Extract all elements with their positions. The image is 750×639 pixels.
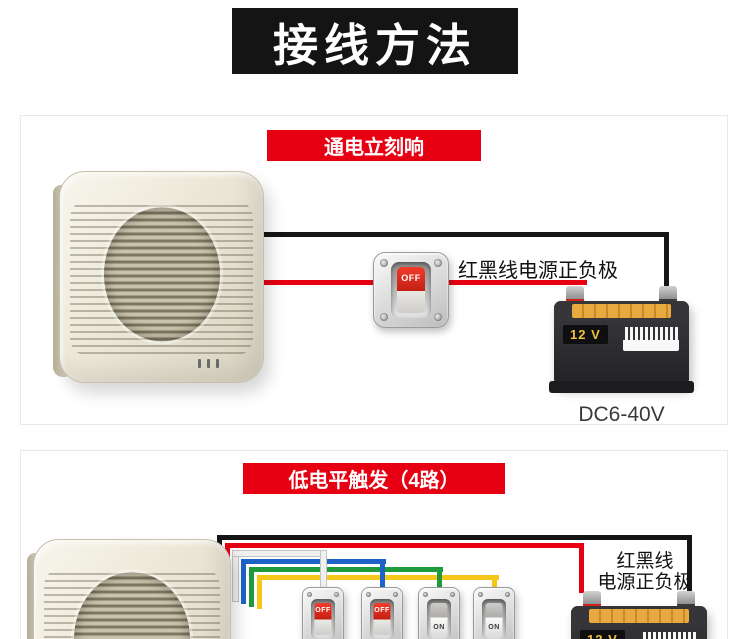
dc-voltage-range-label: DC6-40V <box>578 403 665 425</box>
speaker-led-holes <box>198 359 219 368</box>
switch-state-label: ON <box>488 624 500 631</box>
wire-white <box>233 551 326 556</box>
wire-blue <box>380 559 385 589</box>
wire-green <box>249 567 443 572</box>
trigger-switch-2: OFF <box>361 587 403 639</box>
screw-icon <box>478 592 483 597</box>
switch-rocker: ON <box>430 603 448 635</box>
battery-top-band <box>571 606 707 626</box>
screw-icon <box>380 259 388 267</box>
speaker-cone <box>103 207 220 342</box>
battery-12v: 12 V <box>549 286 694 393</box>
switch-state-label: OFF <box>401 273 421 283</box>
battery-top-band <box>554 301 689 321</box>
screw-icon <box>366 592 371 597</box>
trigger-switch-4: ON <box>473 587 515 639</box>
battery-cells <box>572 304 671 318</box>
wire-blue <box>241 559 386 564</box>
wire-black <box>251 232 669 237</box>
switch-state-label: ON <box>433 624 445 631</box>
wire-yellow <box>257 575 262 609</box>
battery-cells <box>589 609 689 623</box>
panel1-title: 通电立刻响 <box>324 137 424 159</box>
screw-icon <box>393 592 398 597</box>
trigger-switch-3: ON <box>418 587 460 639</box>
panel-low-level-trigger: 低电平触发（4路） <box>20 450 728 639</box>
screw-icon <box>505 592 510 597</box>
screw-icon <box>434 313 442 321</box>
battery-voltage-label: 12 V <box>580 630 625 639</box>
battery-barcode-label <box>623 327 679 351</box>
wire-green <box>437 567 442 589</box>
switch-rocker: ON <box>485 603 503 635</box>
wire-white <box>321 551 326 589</box>
screw-icon <box>380 313 388 321</box>
screw-icon <box>423 592 428 597</box>
wire-green <box>249 567 254 607</box>
panel2-title-banner: 低电平触发（4路） <box>243 463 505 494</box>
panel2-title: 低电平触发（4路） <box>288 470 460 492</box>
header-banner: 接线方法 <box>232 8 518 74</box>
wire-white <box>233 551 238 601</box>
screw-icon <box>434 259 442 267</box>
wire-yellow <box>492 575 497 589</box>
screw-icon <box>334 592 339 597</box>
battery-base <box>549 381 694 393</box>
screw-icon <box>307 592 312 597</box>
alarm-speaker <box>27 539 231 639</box>
screw-icon <box>450 592 455 597</box>
wire-black <box>217 535 692 540</box>
wire-yellow <box>257 575 499 580</box>
trigger-switch-1: OFF <box>302 587 344 639</box>
wire-polarity-label-line1: 红黑线 <box>616 551 674 572</box>
wire-polarity-label: 红黑线电源正负极 <box>458 260 618 282</box>
power-switch: OFF <box>373 252 449 328</box>
battery-12v: 12 V <box>571 591 707 639</box>
wire-red <box>579 543 584 593</box>
switch-rocker: OFF <box>397 267 425 313</box>
wire-red <box>251 280 376 285</box>
switch-state-label: OFF <box>315 607 331 614</box>
battery-barcode-label <box>641 632 697 639</box>
alarm-speaker <box>53 171 264 383</box>
switch-rocker: OFF <box>314 603 332 635</box>
panel1-title-banner: 通电立刻响 <box>267 130 481 161</box>
panel-power-on: 通电立刻响 OFF 红黑线电源正负极 <box>20 115 728 425</box>
wire-blue <box>241 559 246 604</box>
speaker-body <box>59 171 264 383</box>
wire-red <box>447 280 587 285</box>
wire-red <box>225 543 584 548</box>
battery-voltage-label: 12 V <box>563 325 608 344</box>
speaker-body <box>33 539 231 639</box>
wire-black <box>687 535 692 593</box>
wire-polarity-label: 红黑线 电源正负极 <box>587 551 703 593</box>
page-title: 接线方法 <box>272 19 477 71</box>
wire-black <box>664 232 669 292</box>
wire-polarity-label-line2: 电源正负极 <box>597 572 693 593</box>
switch-state-label: OFF <box>374 607 390 614</box>
switch-rocker: OFF <box>373 603 391 635</box>
